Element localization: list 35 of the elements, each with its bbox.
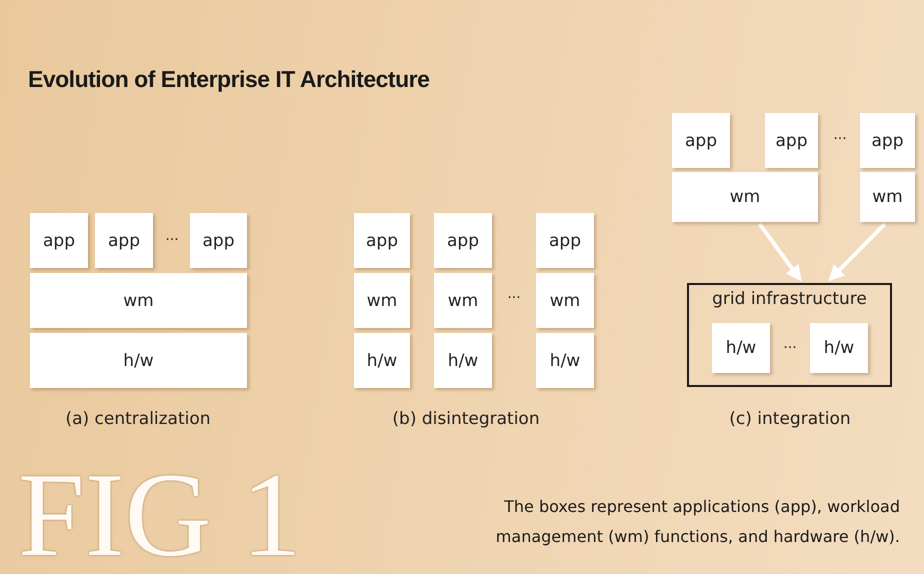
layer-block: app bbox=[536, 213, 594, 268]
arrow bbox=[828, 222, 886, 282]
layer-block: app bbox=[860, 113, 915, 168]
layer-block: h/w bbox=[810, 323, 868, 373]
layer-block: h/w bbox=[30, 333, 247, 388]
panel-caption: (c) integration bbox=[729, 409, 851, 429]
layer-block: wm bbox=[536, 273, 594, 328]
layer-block: h/w bbox=[434, 333, 492, 388]
layer-block: app bbox=[672, 113, 730, 168]
layer-block: h/w bbox=[536, 333, 594, 388]
layer-block: app bbox=[354, 213, 410, 268]
ellipsis: ··· bbox=[507, 290, 521, 306]
layer-block: app bbox=[190, 213, 247, 268]
layer-block: wm bbox=[434, 273, 492, 328]
layer-block: app bbox=[765, 113, 818, 168]
group-heading: grid infrastructure bbox=[711, 289, 868, 309]
figure-number: FIG 1 bbox=[18, 455, 302, 574]
layer-block: app bbox=[95, 213, 153, 268]
group-frame bbox=[687, 283, 892, 387]
layer-block: app bbox=[434, 213, 492, 268]
figure-caption: The boxes represent applications (app), workload management (wm) functions, and hardware (h/w). bbox=[494, 496, 900, 548]
layer-block: wm bbox=[354, 273, 410, 328]
arrow bbox=[758, 222, 802, 282]
layer-block: wm bbox=[860, 172, 915, 222]
layer-block: h/w bbox=[712, 323, 770, 373]
layer-block: h/w bbox=[354, 333, 410, 388]
diagram-title: Evolution of Enterprise IT Architecture bbox=[28, 66, 430, 93]
panel-caption: (b) disintegration bbox=[392, 409, 540, 429]
ellipsis: ··· bbox=[165, 232, 179, 248]
layer-block: wm bbox=[672, 172, 818, 222]
ellipsis: ··· bbox=[833, 131, 847, 147]
panel-caption: (a) centralization bbox=[65, 409, 211, 429]
layer-block: wm bbox=[30, 273, 247, 328]
layer-block: app bbox=[30, 213, 88, 268]
ellipsis: ··· bbox=[783, 340, 797, 356]
